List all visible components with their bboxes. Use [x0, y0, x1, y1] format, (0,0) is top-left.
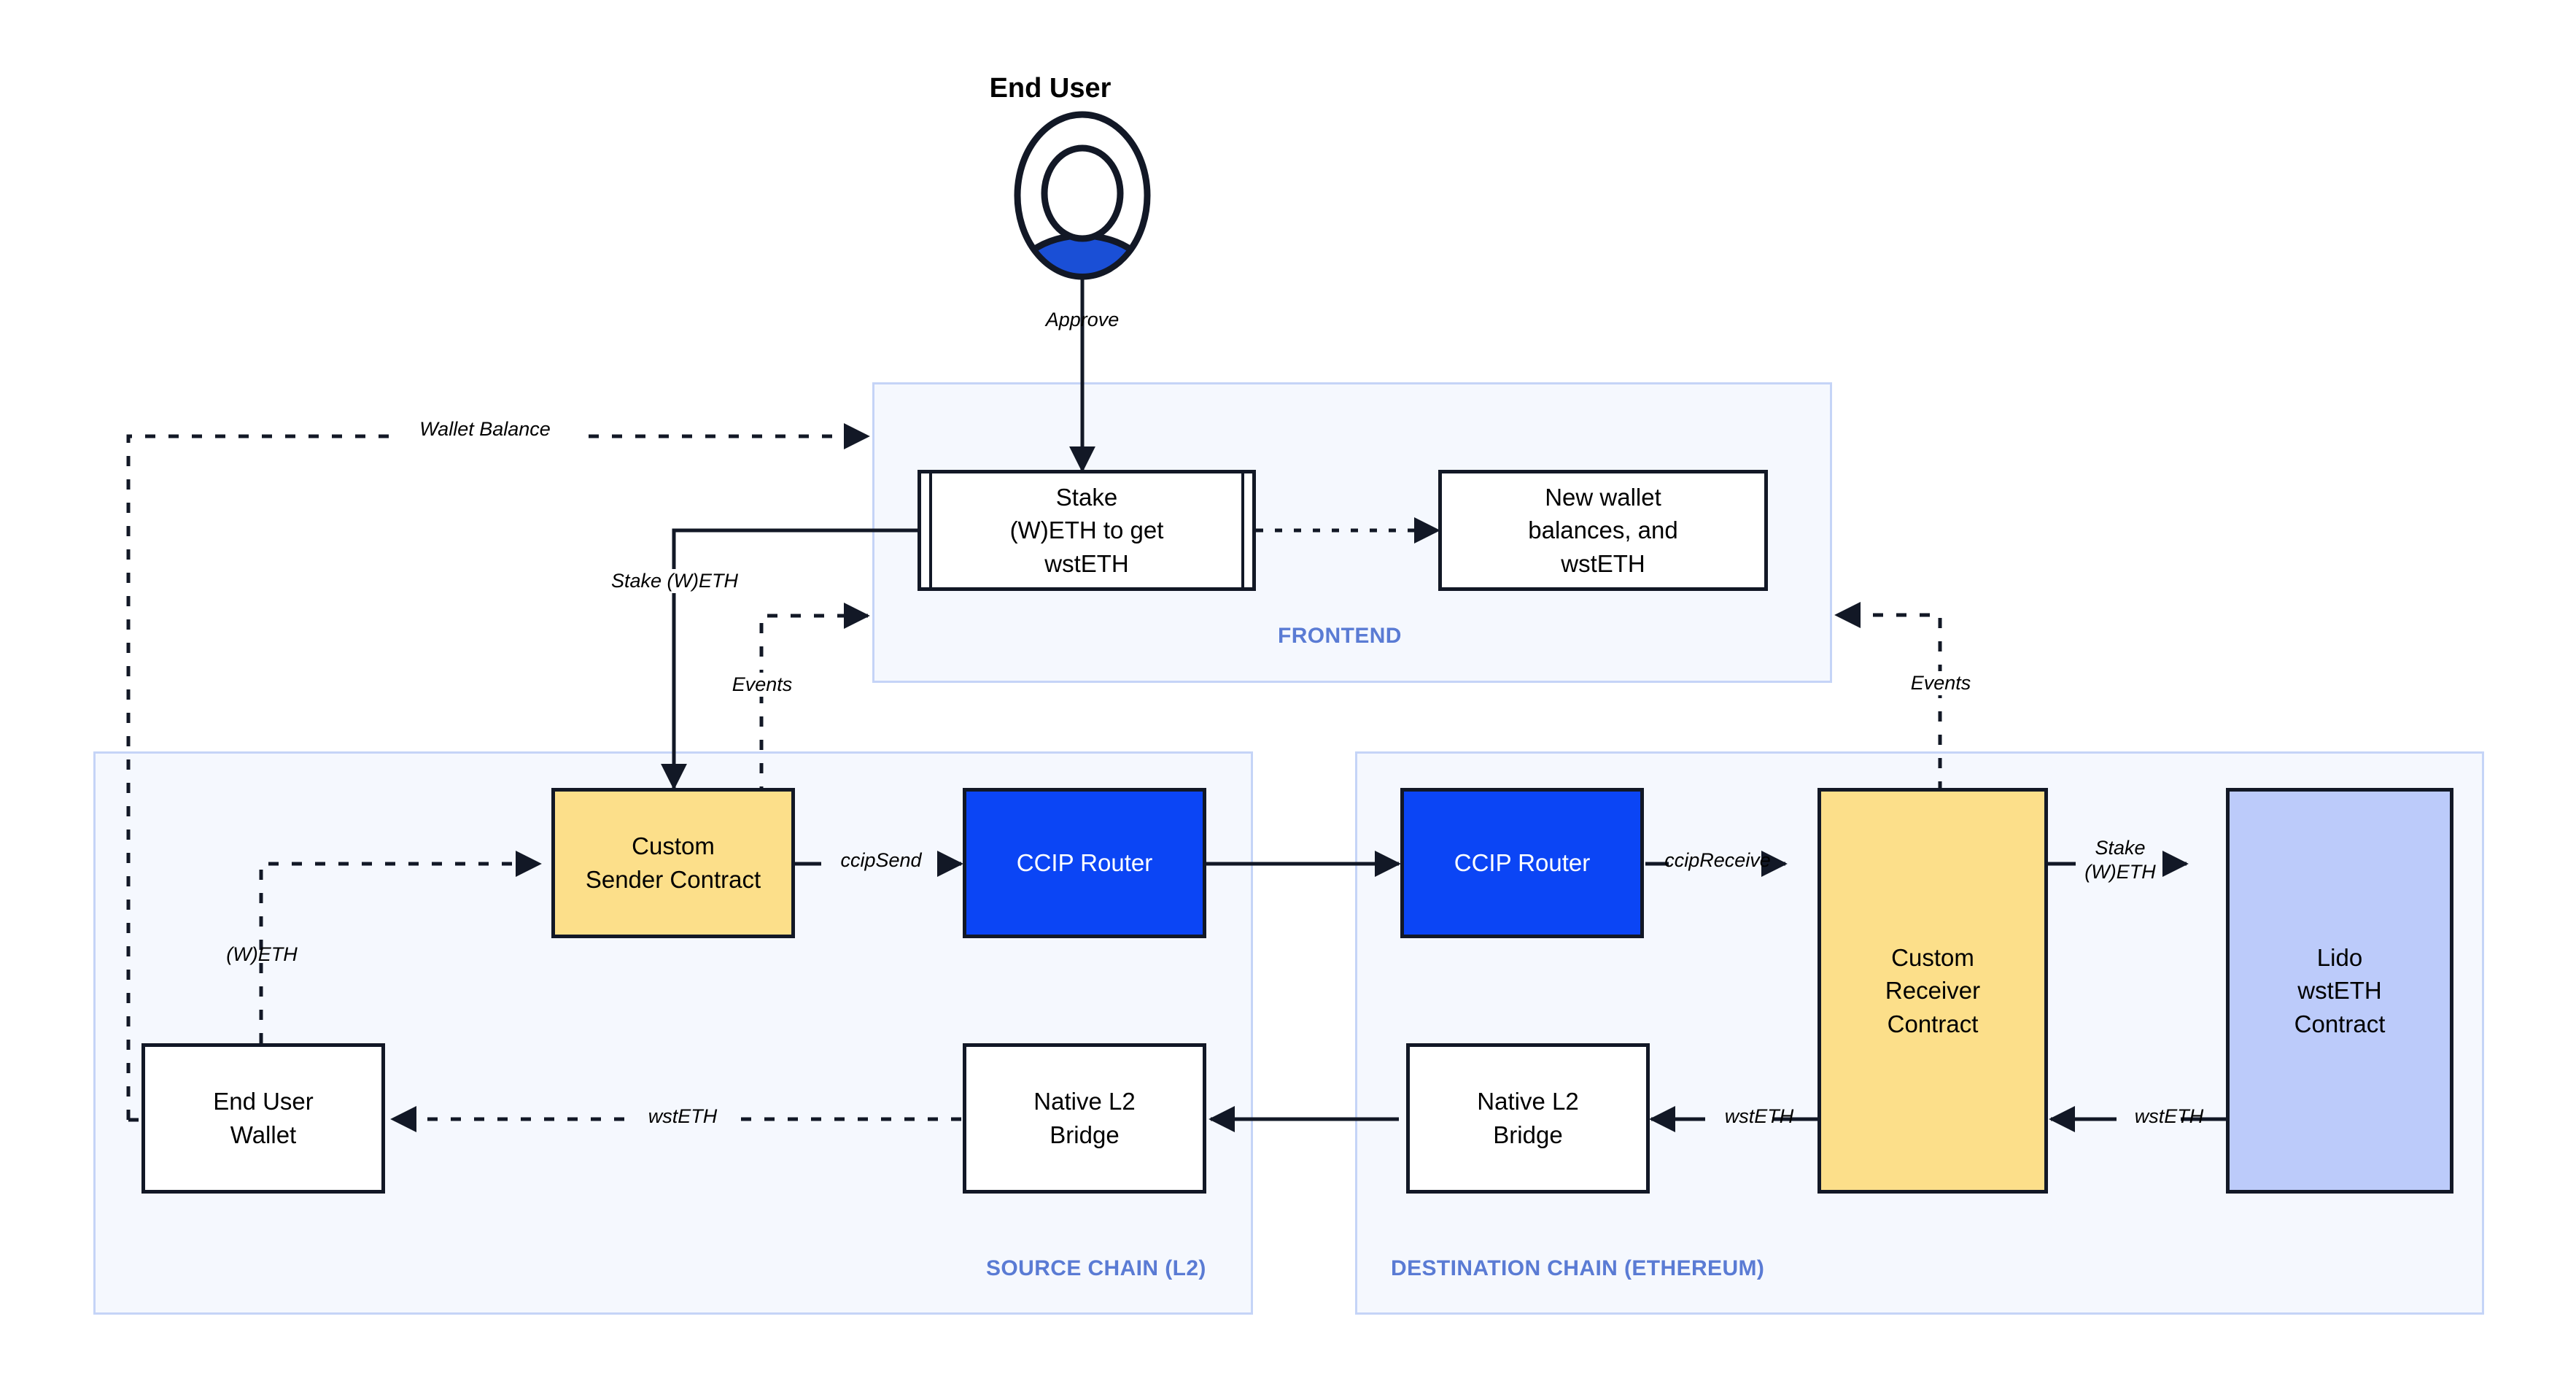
node-lido-contract[interactable]: Lido wstETH Contract — [2226, 788, 2453, 1194]
node-bridge-source[interactable]: Native L2 Bridge — [963, 1043, 1206, 1194]
edge-stake-weth — [661, 528, 917, 790]
actor-label-end-user: End User — [989, 73, 1112, 104]
edge-wallet-balance — [126, 423, 870, 1120]
node-router-dest[interactable]: CCIP Router — [1400, 788, 1644, 938]
lane-label-frontend: FRONTEND — [1278, 624, 1402, 648]
edge-events-left — [759, 603, 870, 797]
edge-label-ccip-receive: ccipReceive — [1664, 849, 1771, 871]
lane-label-destination-chain: DESTINATION CHAIN (ETHEREUM) — [1391, 1256, 1765, 1280]
node-sender-contract[interactable]: Custom Sender Contract — [551, 788, 795, 938]
edge-label-events-left: Events — [702, 673, 823, 697]
edge-label-events-right: Events — [1880, 671, 2001, 695]
node-receiver-contract[interactable]: Custom Receiver Contract — [1817, 788, 2048, 1194]
edge-label-wsteth-bridge: wstETH — [1724, 1105, 1794, 1127]
edge-label-weth-in: (W)ETH — [226, 943, 298, 965]
edge-label-stake-weth-dst: Stake (W)ETH — [2084, 837, 2156, 883]
user-avatar-icon — [1014, 111, 1151, 280]
edge-events-right — [1834, 602, 1942, 792]
node-router-source[interactable]: CCIP Router — [963, 788, 1206, 938]
edge-label-ccip-send: ccipSend — [840, 849, 922, 871]
edge-label-stake-weth: Stake (W)ETH — [583, 569, 766, 593]
node-wallet[interactable]: End User Wallet — [141, 1043, 385, 1194]
lane-label-source-chain: SOURCE CHAIN (L2) — [986, 1256, 1206, 1280]
edge-label-wsteth-wallet: wstETH — [648, 1105, 718, 1127]
node-bridge-dest[interactable]: Native L2 Bridge — [1406, 1043, 1650, 1194]
node-stake-form[interactable]: Stake (W)ETH to get wstETH — [917, 470, 1256, 591]
node-new-balances[interactable]: New wallet balances, and wstETH — [1438, 470, 1768, 591]
edge-label-approve: Approve — [1045, 309, 1120, 330]
edge-label-wallet-balance: Wallet Balance — [394, 417, 576, 441]
edge-label-wsteth-lido: wstETH — [2134, 1105, 2204, 1127]
